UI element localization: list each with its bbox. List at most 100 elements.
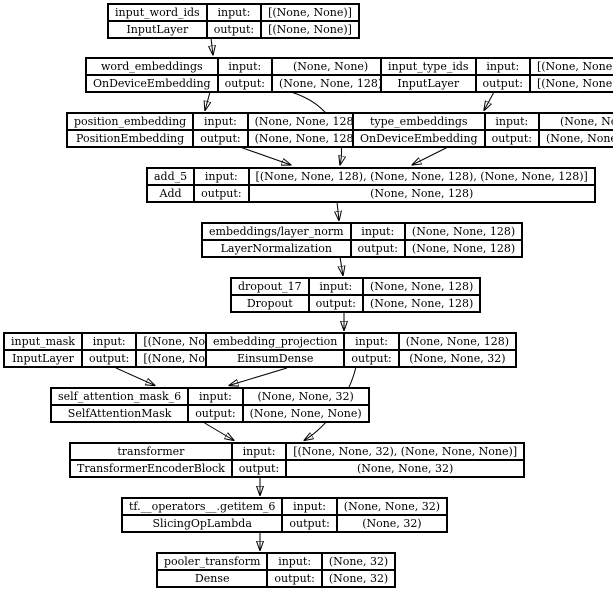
output-label: output: <box>194 185 249 202</box>
input-shape: (None, None) <box>271 58 390 75</box>
input-label: input: <box>267 553 322 570</box>
layer-name: dropout_17 <box>231 278 309 295</box>
output-label: output: <box>282 515 337 532</box>
layer-type: SelfAttentionMask <box>51 405 189 422</box>
output-shape: (None, None, 128) <box>271 75 390 92</box>
input-label: input: <box>81 333 137 350</box>
input-shape: (None, None) <box>538 113 613 130</box>
output-label: output: <box>217 75 272 92</box>
output-shape: (None, None, 128) <box>247 130 365 147</box>
output-shape: (None, 32) <box>336 515 448 532</box>
layer-type: InputLayer <box>4 350 82 367</box>
layer-name: input_type_ids <box>381 58 476 75</box>
output-label: output: <box>81 350 137 367</box>
node-word-embeddings: word_embeddings input: (None, None) OnDe… <box>85 57 391 93</box>
layer-name: tf.__operators__.getitem_6 <box>122 498 283 515</box>
input-shape: (None, None, 128) <box>398 333 517 350</box>
layer-type: OnDeviceEmbedding <box>353 130 485 147</box>
input-label: input: <box>344 333 399 350</box>
node-input-type-ids: input_type_ids input: [(None, None)] Inp… <box>380 57 613 93</box>
edge-layer_norm-to-dropout_17 <box>340 256 343 276</box>
input-shape: (None, None, 128) <box>247 113 365 130</box>
output-label: output: <box>308 295 363 312</box>
input-label: input: <box>193 113 248 130</box>
input-label: input: <box>231 443 287 460</box>
layer-type: LayerNormalization <box>202 240 351 257</box>
input-label: input: <box>188 388 243 405</box>
input-label: input: <box>217 58 272 75</box>
edge-embedding_projection-to-self_attention_mask_6 <box>229 367 288 386</box>
edge-word_embeddings-to-position_embedding <box>205 91 210 111</box>
layer-type: EinsumDense <box>206 350 345 367</box>
output-shape: (None, None, 32) <box>286 460 525 477</box>
layer-name: input_mask <box>4 333 82 350</box>
layer-name: self_attention_mask_6 <box>51 388 189 405</box>
input-shape: [(None, None)] <box>529 58 613 75</box>
output-label: output: <box>344 350 399 367</box>
layer-name: embedding_projection <box>206 333 345 350</box>
input-shape: (None, None, 32) <box>242 388 369 405</box>
output-shape: [(None, None)] <box>529 75 613 92</box>
layer-type: PositionEmbedding <box>67 130 194 147</box>
output-shape: (None, None, 128) <box>248 185 595 202</box>
layer-name: type_embeddings <box>353 113 485 130</box>
output-label: output: <box>193 130 248 147</box>
node-embedding-projection: embedding_projection input: (None, None,… <box>205 332 518 368</box>
input-shape: [(None, None, 128), (None, None, 128), (… <box>248 168 595 185</box>
output-label: output: <box>231 460 287 477</box>
layer-name: embeddings/layer_norm <box>202 223 351 240</box>
input-shape: [(None, None, 32), (None, None, None)] <box>286 443 525 460</box>
edge-input_type_ids-to-type_embeddings <box>484 91 495 111</box>
layer-name: pooler_transform <box>157 553 268 570</box>
output-label: output: <box>188 405 243 422</box>
layer-name: position_embedding <box>67 113 194 130</box>
input-label: input: <box>206 4 262 21</box>
edge-add_5-to-layer_norm <box>337 201 339 221</box>
input-shape: [(None, None)] <box>261 4 359 21</box>
output-shape: (None, 32) <box>321 570 396 587</box>
input-label: input: <box>484 113 539 130</box>
layer-type: Dense <box>157 570 268 587</box>
input-label: input: <box>475 58 530 75</box>
output-shape: (None, None, None) <box>242 405 369 422</box>
edge-type_embeddings-to-add_5 <box>412 146 449 165</box>
edge-self_attention_mask_6-to-transformer <box>202 421 234 441</box>
input-label: input: <box>350 223 405 240</box>
output-shape: (None, None, 128) <box>538 130 613 147</box>
node-position-embedding: position_embedding input: (None, None, 1… <box>66 112 366 148</box>
input-label: input: <box>194 168 249 185</box>
node-type-embeddings: type_embeddings input: (None, None) OnDe… <box>352 112 613 148</box>
output-label: output: <box>350 240 405 257</box>
output-label: output: <box>267 570 322 587</box>
layer-type: Dropout <box>231 295 309 312</box>
layer-type: InputLayer <box>108 21 207 38</box>
input-label: input: <box>282 498 337 515</box>
node-transformer: transformer input: [(None, None, 32), (N… <box>69 442 526 478</box>
input-shape: (None, None, 128) <box>404 223 523 240</box>
input-shape: (None, None, 128) <box>362 278 481 295</box>
layer-name: transformer <box>70 443 232 460</box>
layer-type: InputLayer <box>381 75 476 92</box>
node-input-word-ids: input_word_ids input: [(None, None)] Inp… <box>107 3 360 39</box>
node-input-mask: input_mask input: [(None, None)] InputLa… <box>3 332 236 368</box>
layer-name: add_5 <box>147 168 195 185</box>
layer-name: word_embeddings <box>86 58 218 75</box>
layer-type: Add <box>147 185 195 202</box>
output-shape: [(None, None)] <box>261 21 359 38</box>
node-pooler-transform: pooler_transform input: (None, 32) Dense… <box>156 552 397 588</box>
input-shape: (None, None, 32) <box>336 498 448 515</box>
output-shape: (None, None, 128) <box>404 240 523 257</box>
input-shape: (None, 32) <box>321 553 396 570</box>
layer-type: TransformerEncoderBlock <box>70 460 232 477</box>
edge-input_mask-to-self_attention_mask_6 <box>115 367 155 386</box>
layer-type: SlicingOpLambda <box>122 515 283 532</box>
output-label: output: <box>475 75 530 92</box>
edge-input_word_ids-to-word_embeddings <box>211 37 213 55</box>
node-tf-operators-getitem-6: tf.__operators__.getitem_6 input: (None,… <box>121 497 449 533</box>
edge-position_embedding-to-add_5 <box>239 146 291 165</box>
layer-name: input_word_ids <box>108 4 207 21</box>
node-self-attention-mask-6: self_attention_mask_6 input: (None, None… <box>50 387 370 423</box>
output-label: output: <box>206 21 262 38</box>
output-shape: (None, None, 128) <box>362 295 481 312</box>
